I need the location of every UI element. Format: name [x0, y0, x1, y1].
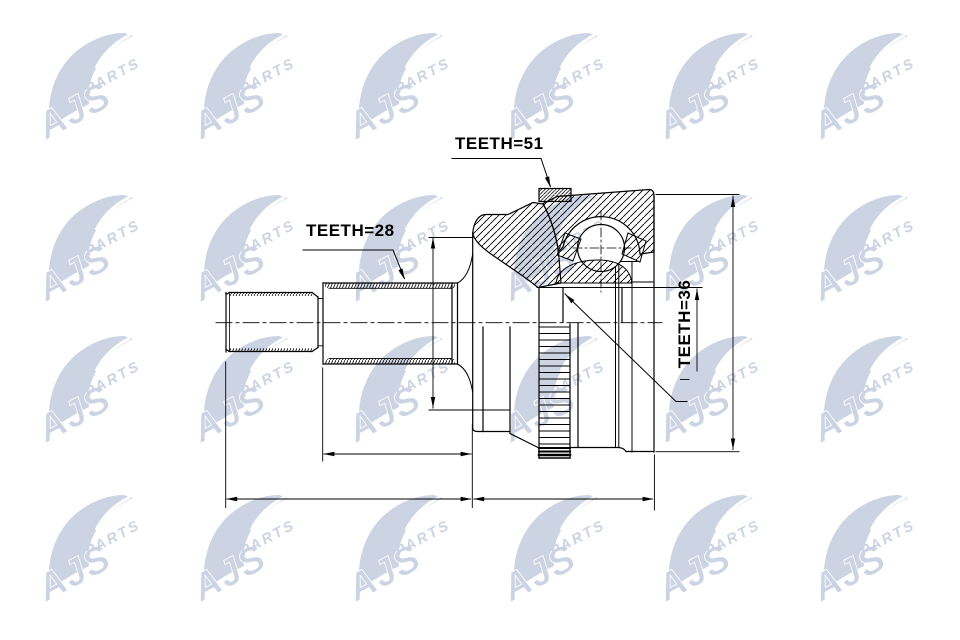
watermark-swoosh-icon — [668, 33, 753, 128]
label-teeth-51: TEETH=51 — [455, 134, 544, 153]
watermark-swoosh-fold — [404, 33, 441, 69]
dimensions — [225, 194, 740, 511]
watermark-swoosh-icon — [668, 195, 753, 290]
watermark-swoosh-fold — [94, 195, 131, 231]
shaft-end — [225, 291, 324, 353]
watermark-swoosh-fold — [869, 33, 906, 69]
shaft-spline-section — [322, 253, 474, 393]
ball-bearing-assembly — [536, 210, 703, 293]
watermark-swoosh-fold — [404, 336, 441, 372]
dim-hub-spline — [680, 288, 700, 380]
watermark-swoosh-fold — [714, 33, 751, 69]
watermark-swoosh-icon — [48, 195, 133, 290]
watermark-swoosh-icon — [203, 495, 288, 590]
watermark-swoosh-icon — [358, 336, 443, 431]
cage-left — [556, 232, 582, 262]
cage-right — [621, 232, 647, 263]
watermark-swoosh-fold — [249, 33, 286, 69]
watermark-swoosh-icon — [513, 495, 598, 590]
watermark-swoosh-icon — [48, 33, 133, 128]
watermark-swoosh-icon — [823, 336, 908, 431]
watermark-swoosh-icon — [203, 195, 288, 290]
watermark-swoosh-fold — [94, 336, 131, 372]
watermark-swoosh-fold — [869, 195, 906, 231]
watermark-swoosh-fold — [714, 336, 751, 372]
label-leaders — [302, 158, 688, 402]
watermark-swoosh-fold — [559, 336, 596, 372]
leader-teeth-28 — [302, 249, 406, 280]
watermark-swoosh-icon — [823, 195, 908, 290]
watermark-swoosh-fold — [249, 336, 286, 372]
bell-lower-exterior — [477, 322, 655, 453]
watermark-swoosh-fold — [869, 495, 906, 531]
bell-dome-hatched — [542, 188, 655, 255]
dim-shaft-length — [225, 361, 472, 508]
watermark-swoosh-fold — [94, 495, 131, 531]
watermark-swoosh-fold — [714, 195, 751, 231]
watermark-swoosh-fold — [869, 336, 906, 372]
label-teeth-28: TEETH=28 — [306, 221, 395, 240]
watermark-swoosh-fold — [249, 195, 286, 231]
watermark-swoosh-icon — [358, 495, 443, 590]
fillet-upper — [456, 253, 474, 284]
drawing-layer — [215, 158, 740, 511]
leader-teeth-36 — [564, 293, 688, 402]
watermark-swoosh-fold — [94, 33, 131, 69]
watermark-swoosh-icon — [358, 195, 443, 290]
watermark-swoosh-fold — [714, 495, 751, 531]
watermark-swoosh-fold — [559, 33, 596, 69]
hub-spline-column — [537, 286, 623, 459]
leader-teeth-51 — [451, 158, 552, 188]
inner-race — [555, 259, 633, 284]
watermark-swoosh-icon — [668, 336, 753, 431]
dim-opening-diameter — [428, 237, 511, 411]
bell-housing — [472, 187, 655, 453]
label-teeth-36: TEETH=36 — [675, 280, 694, 369]
watermark-swoosh-icon — [668, 495, 753, 590]
watermark-swoosh-icon — [513, 33, 598, 128]
dim-joint-diameter — [655, 194, 740, 453]
watermark-swoosh-icon — [823, 495, 908, 590]
watermark-swoosh-icon — [203, 336, 288, 431]
dim-spline-length — [322, 367, 473, 508]
watermark-swoosh-icon — [48, 495, 133, 590]
watermark-swoosh-icon — [823, 33, 908, 128]
watermark-swoosh-icon — [513, 336, 598, 431]
abs-tone-ring — [538, 187, 572, 203]
watermark-swoosh-icon — [358, 33, 443, 128]
watermark-swoosh-icon — [203, 33, 288, 128]
fillet-lower — [456, 363, 474, 393]
hub-serrations — [538, 326, 571, 445]
watermark-swoosh-icon — [48, 336, 133, 431]
dim-joint-length — [473, 454, 655, 511]
watermark-swoosh-fold — [404, 195, 441, 231]
